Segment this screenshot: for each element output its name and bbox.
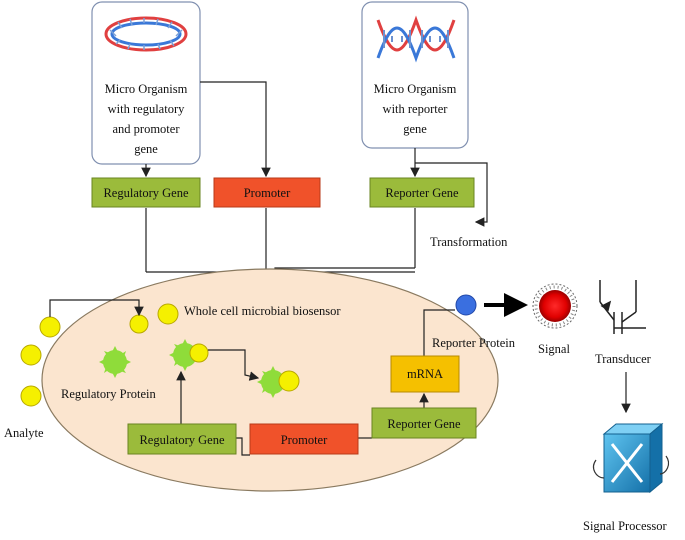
organism-regulatory-panel: Micro Organism with regulatory and promo… [91,1,201,165]
analyte-dot [39,316,61,338]
top-reporter-gene-label: Reporter Gene [385,186,459,200]
cell-regulatory-gene-box: Regulatory Gene [127,423,237,455]
top-promoter-box: Promoter [213,177,321,208]
cell-regulatory-gene-label: Regulatory Gene [139,433,224,447]
signal-icon [532,283,578,329]
reporter-protein-icon [455,294,477,316]
top-reporter-gene-box: Reporter Gene [369,177,475,208]
cell-reporter-gene-box: Reporter Gene [371,407,477,439]
top-regulatory-gene-box: Regulatory Gene [91,177,201,208]
top-promoter-label: Promoter [244,186,291,200]
mrna-label: mRNA [407,367,443,381]
analyte-group [20,303,179,407]
organism-regulatory-line1: Micro Organism [105,82,188,96]
top-regulatory-gene-label: Regulatory Gene [103,186,188,200]
analyte-dot [20,385,42,407]
analyte-dot [20,344,42,366]
signal-label: Signal [538,342,570,356]
organism-regulatory-line2: with regulatory [108,102,185,116]
analyte-dot [157,303,179,325]
mrna-box: mRNA [390,355,460,393]
signal-processor-icon [592,422,670,494]
organism-reporter-line3: gene [403,122,427,136]
cell-promoter-label: Promoter [281,433,328,447]
regulatory-protein-icon [99,346,131,378]
dna-helix-icon [376,15,456,63]
cell-promoter-box: Promoter [249,423,359,455]
organism-reporter-line2: with reporter [383,102,449,116]
circular-dna-icon [104,16,188,52]
cell-reporter-gene-label: Reporter Gene [387,417,461,431]
transformation-label: Transformation [430,235,508,249]
organism-reporter-panel: Micro Organism with reporter gene [361,1,469,149]
cell-title: Whole cell microbial biosensor [184,304,341,318]
bound-protein-icon [257,366,300,398]
organism-regulatory-line4: gene [134,142,158,156]
regulatory-protein-label: Regulatory Protein [61,387,157,401]
analyte-dot [129,314,149,334]
transducer-label: Transducer [595,352,652,366]
cell-connectors [176,309,455,456]
organism-reporter-line1: Micro Organism [374,82,457,96]
reporter-protein-label: Reporter Protein [432,336,516,350]
organism-regulatory-line3: and promoter [113,122,181,136]
bound-protein-icon [169,339,209,371]
transducer-icon [599,280,646,334]
signal-processor-label: Signal Processor [583,519,668,533]
analyte-label: Analyte [4,426,44,440]
